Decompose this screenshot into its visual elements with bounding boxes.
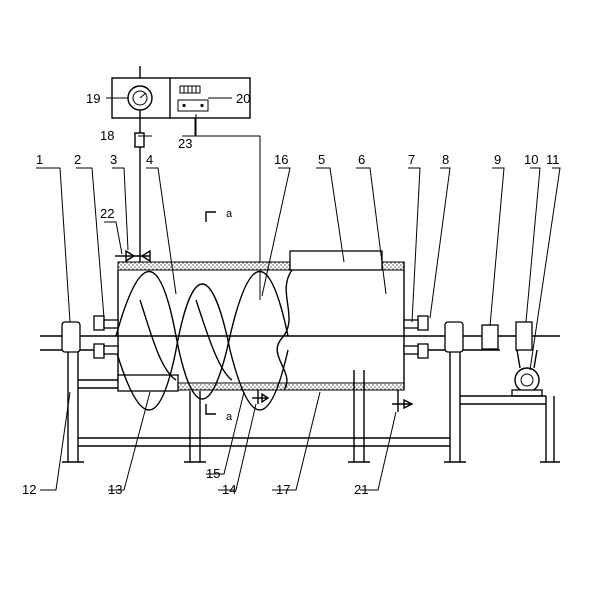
part-labels: 1 2 3 4 5 6 7 8 9 10 11 12 13 14 15 16 1… [22, 91, 560, 497]
label-13: 13 [108, 482, 122, 497]
label-16: 16 [274, 152, 288, 167]
label-6: 6 [358, 152, 365, 167]
section-mark-top: a [205, 208, 233, 222]
label-3: 3 [110, 152, 117, 167]
label-12: 12 [22, 482, 36, 497]
label-1: 1 [36, 152, 43, 167]
section-mark-bottom: a [205, 404, 233, 423]
drain-valve-left-icon [252, 390, 270, 404]
pressure-gauge-icon [127, 85, 153, 111]
hopper [289, 250, 383, 271]
label-15: 15 [206, 466, 220, 481]
drum-body [117, 250, 405, 392]
label-14: 14 [222, 482, 236, 497]
label-9: 9 [494, 152, 501, 167]
flow-meter-icon [134, 132, 145, 148]
label-21: 21 [354, 482, 368, 497]
valve-icon [125, 249, 136, 263]
left-bearing [61, 321, 81, 353]
motor-icon [511, 349, 543, 397]
label-18: 18 [100, 128, 114, 143]
section-label-bottom: a [226, 411, 233, 423]
label-19: 19 [86, 91, 100, 106]
label-2: 2 [74, 152, 81, 167]
label-17: 17 [276, 482, 290, 497]
left-flange [93, 315, 119, 359]
leader-lines [36, 97, 561, 491]
label-10: 10 [524, 152, 538, 167]
discharge-box [117, 374, 179, 392]
label-23: 23 [178, 136, 192, 151]
right-flange [403, 315, 429, 359]
support-frame [62, 352, 560, 463]
display-panel-icon [177, 85, 209, 112]
coupling [481, 324, 499, 350]
label-20: 20 [236, 91, 250, 106]
label-22: 22 [100, 206, 114, 221]
label-5: 5 [318, 152, 325, 167]
section-label-top: a [226, 208, 233, 220]
gas-inlet-pipe [115, 110, 151, 263]
label-7: 7 [408, 152, 415, 167]
label-11: 11 [546, 152, 560, 167]
drain-valve-right-icon [392, 390, 414, 412]
label-4: 4 [146, 152, 153, 167]
gear-reducer [515, 321, 533, 351]
right-bearing [444, 321, 464, 353]
label-8: 8 [442, 152, 449, 167]
